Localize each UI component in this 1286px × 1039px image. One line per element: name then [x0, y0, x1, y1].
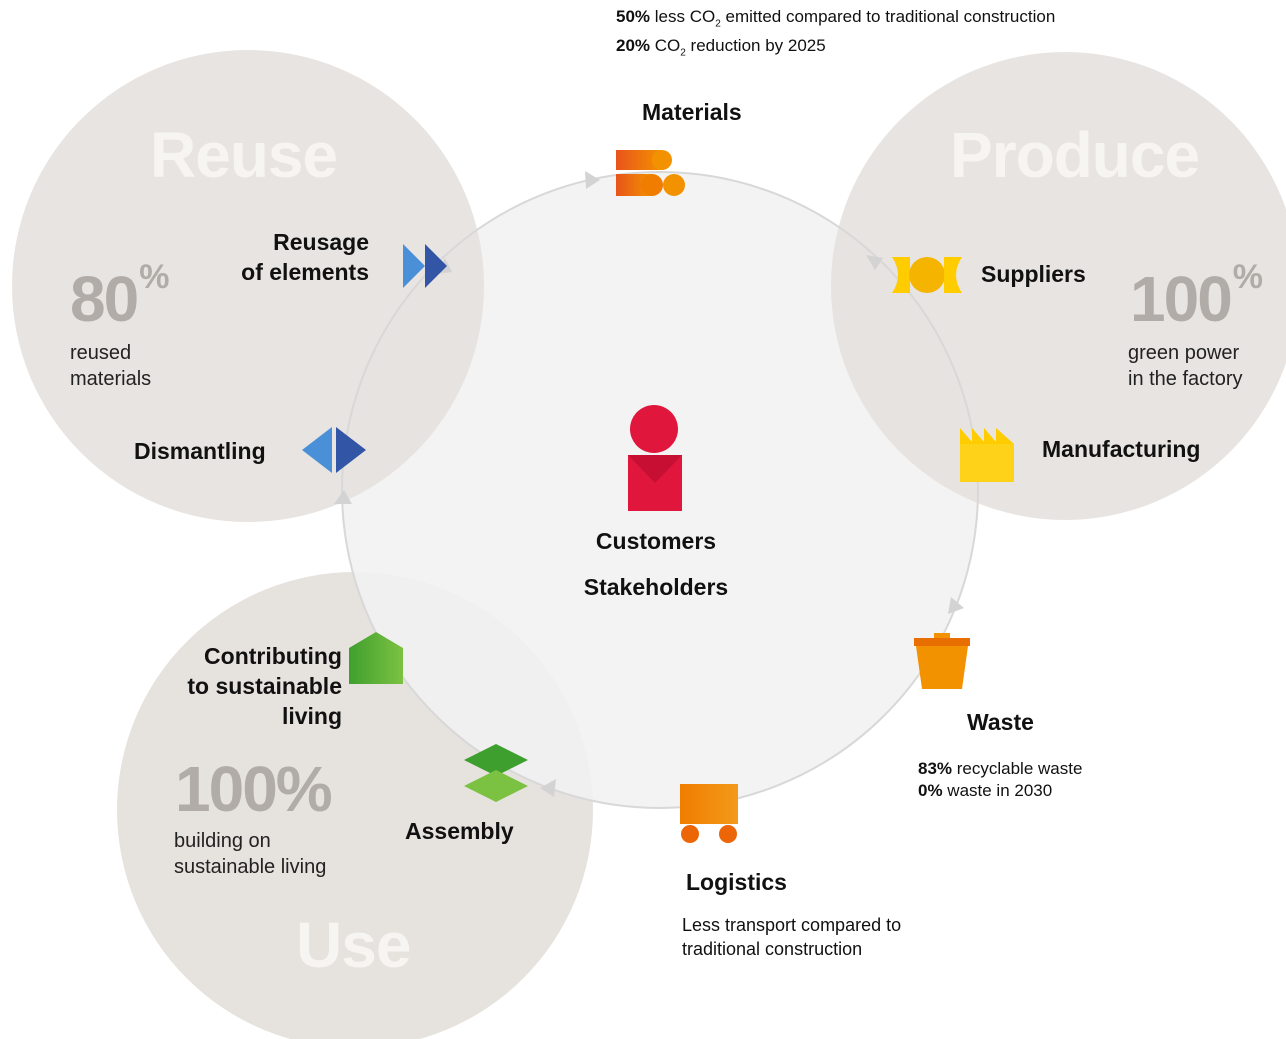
cycle-arrow: [585, 171, 600, 189]
reuse-phase-title: Reuse: [150, 119, 338, 191]
materials-icon: [616, 150, 685, 196]
use-caption: building on sustainable living: [174, 830, 327, 878]
produce-percentage: 100%: [1130, 258, 1264, 335]
logistics-caption: Less transport compared to traditional c…: [682, 915, 902, 959]
reusage-label: Reusage of elements: [241, 229, 369, 285]
contributing-label: Contributing to sustainable living: [187, 643, 342, 729]
waste-stats: 83% recyclable waste 0% waste in 2030: [918, 759, 1083, 800]
reuse-caption: reused materials: [70, 342, 152, 390]
customers-label: Customers: [595, 528, 717, 554]
house-icon: [349, 632, 403, 684]
reuse-phase-circle: [12, 50, 484, 522]
materials-stats: 50% less CO2 emitted compared to traditi…: [616, 7, 1056, 59]
suppliers-label: Suppliers: [981, 261, 1086, 287]
assembly-label: Assembly: [405, 818, 514, 844]
cycle-arrow: [540, 779, 556, 797]
manufacturing-icon: [960, 428, 1014, 482]
cycle-ring: [341, 171, 979, 809]
cycle-arrow: [948, 597, 964, 614]
produce-phase-circle: [831, 52, 1286, 520]
assembly-icon: [464, 744, 528, 802]
produce-caption: green power in the factory: [1128, 342, 1243, 390]
use-phase-title: Use: [296, 909, 411, 981]
stakeholders-label: Stakeholders: [583, 574, 729, 600]
logistics-label: Logistics: [686, 869, 787, 895]
logistics-icon: [680, 784, 738, 843]
manufacturing-label: Manufacturing: [1042, 436, 1201, 462]
dismantling-icon: [302, 427, 366, 473]
waste-label: Waste: [967, 709, 1034, 735]
reuse-percentage: 80%: [70, 258, 170, 335]
produce-phase-title: Produce: [950, 119, 1200, 191]
waste-icon: [914, 633, 970, 689]
suppliers-icon: [892, 257, 962, 293]
customer-icon: [628, 405, 682, 511]
cycle-arrow: [334, 490, 352, 504]
materials-label: Materials: [642, 99, 742, 125]
use-percentage: 100%: [175, 753, 333, 825]
cycle-arrow: [866, 255, 883, 270]
reusage-icon: [403, 244, 447, 288]
dismantling-label: Dismantling: [134, 438, 266, 464]
